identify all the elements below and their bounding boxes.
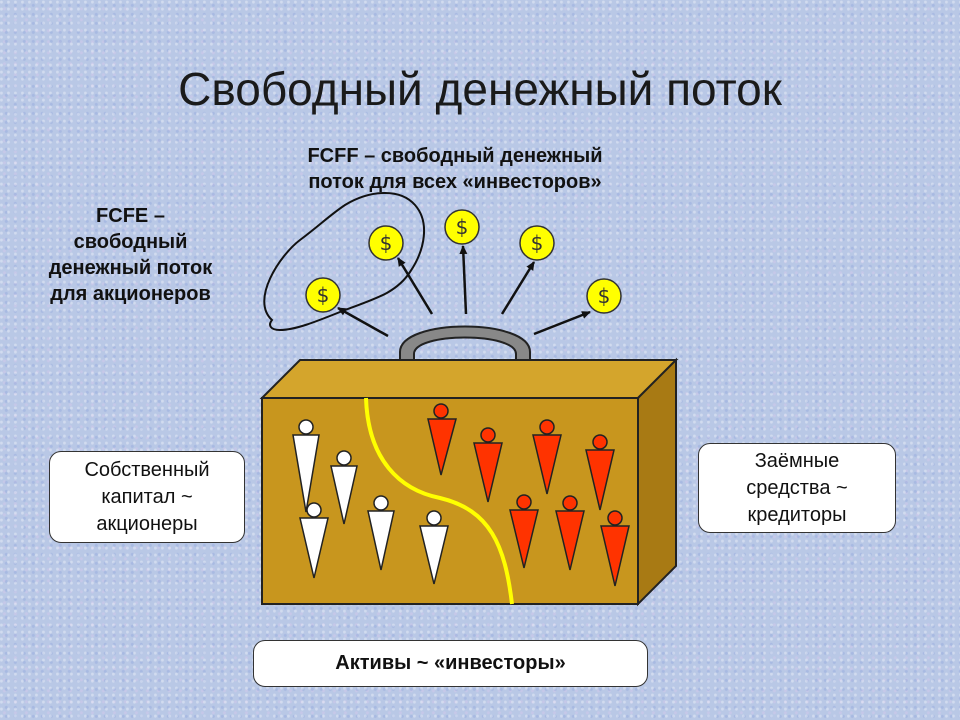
svg-text:$: $ bbox=[598, 284, 611, 308]
fcfe-label: FCFE – свободный денежный поток для акци… bbox=[18, 203, 243, 307]
creditors bbox=[427, 403, 630, 587]
fcfe-label-line4: для акционеров bbox=[50, 283, 211, 305]
dollar-coin-icon: $ bbox=[519, 225, 555, 261]
arrow-icon bbox=[337, 306, 389, 338]
equity-debt-divider bbox=[364, 397, 514, 605]
person-icon bbox=[419, 510, 449, 585]
arrow-icon bbox=[533, 310, 591, 336]
fcfe-label-line1: FCFE – bbox=[96, 205, 165, 227]
arrow-icon bbox=[459, 245, 468, 315]
fcfe-label-line3: денежный поток bbox=[48, 257, 213, 279]
person-icon bbox=[509, 494, 539, 569]
debt-box-line2: средства ~ bbox=[746, 476, 848, 499]
fcfe-lasso bbox=[263, 192, 426, 332]
dollar-coins: $ $ $ $ $ bbox=[305, 209, 622, 314]
debt-box-line3: кредиторы bbox=[747, 503, 847, 526]
dollar-coin-icon: $ bbox=[586, 278, 622, 314]
arrow-icon bbox=[500, 261, 536, 315]
fcff-label: FCFF – свободный денежный поток для всех… bbox=[250, 143, 660, 195]
dollar-coin-icon: $ bbox=[368, 225, 404, 261]
fcff-label-line1: FCFF – свободный денежный bbox=[307, 145, 603, 167]
cash-flow-arrows bbox=[337, 245, 591, 338]
equity-box-line1: Собственный bbox=[84, 458, 210, 481]
person-icon bbox=[367, 495, 395, 571]
dollar-coin-icon: $ bbox=[305, 277, 341, 313]
svg-text:$: $ bbox=[456, 215, 469, 239]
debt-box-line1: Заёмные bbox=[754, 449, 840, 472]
fcff-label-line2: поток для всех «инвесторов» bbox=[308, 171, 602, 193]
person-icon bbox=[585, 434, 615, 511]
person-icon bbox=[330, 450, 358, 525]
person-icon bbox=[427, 403, 457, 476]
equity-box: Собственный капитал ~ акционеры bbox=[49, 451, 245, 543]
svg-text:$: $ bbox=[531, 231, 544, 255]
equity-box-line3: акционеры bbox=[96, 512, 198, 535]
briefcase-top bbox=[259, 359, 679, 399]
svg-text:$: $ bbox=[380, 231, 393, 255]
person-icon bbox=[299, 502, 329, 579]
person-icon bbox=[532, 419, 562, 495]
equity-box-line2: капитал ~ bbox=[101, 485, 193, 508]
shareholders bbox=[292, 419, 449, 585]
person-icon bbox=[600, 510, 630, 587]
assets-box: Активы ~ «инвесторы» bbox=[253, 640, 648, 687]
arrow-icon bbox=[396, 257, 434, 315]
debt-box: Заёмные средства ~ кредиторы bbox=[698, 443, 896, 533]
person-icon bbox=[473, 427, 503, 503]
dollar-coin-icon: $ bbox=[444, 209, 480, 245]
person-icon bbox=[292, 419, 320, 513]
page-title: Свободный денежный поток bbox=[178, 63, 782, 115]
fcfe-label-line2: свободный bbox=[73, 231, 188, 253]
person-icon bbox=[555, 495, 585, 571]
briefcase-side bbox=[637, 357, 677, 607]
svg-text:$: $ bbox=[317, 283, 330, 307]
